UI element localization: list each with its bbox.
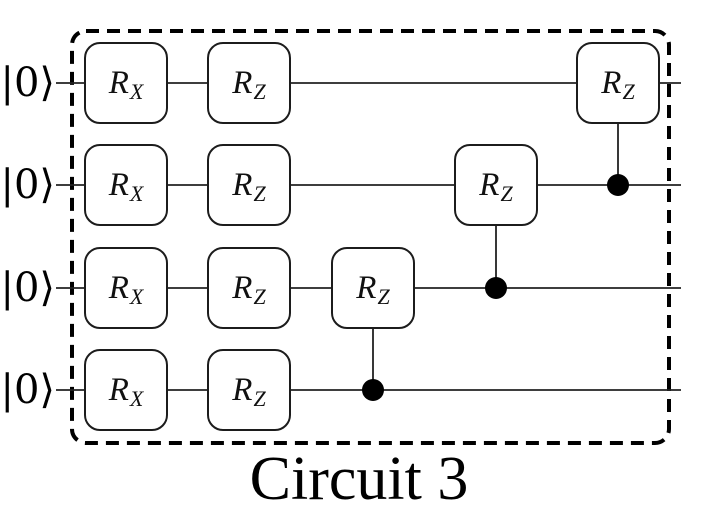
gate-label-sub: X [129, 181, 144, 206]
gate-label-base: R [356, 269, 377, 306]
gate-label-base: R [108, 166, 129, 203]
gate-label-sub: Z [500, 181, 513, 206]
figure-caption: Circuit 3 [249, 445, 469, 513]
gate-label-base: R [232, 371, 253, 408]
gate-label-sub: X [129, 79, 144, 104]
qubit-label-3: |0⟩ [0, 265, 55, 311]
gate-label-sub: X [129, 284, 144, 309]
qubit-label-1: |0⟩ [0, 60, 55, 106]
dashed-boundary-box [70, 29, 671, 445]
gate-label-sub: Z [622, 79, 635, 104]
gate-label-sub: Z [253, 386, 266, 411]
gate-label-base: R [108, 64, 129, 101]
gate-label-sub: Z [377, 284, 390, 309]
control-dot-wire4 [362, 379, 384, 401]
gate-label-base: R [479, 166, 500, 203]
qubit-label-2: |0⟩ [0, 162, 55, 208]
gate-label-sub: Z [253, 284, 266, 309]
gate-label-base: R [108, 371, 129, 408]
qubit-label-4: |0⟩ [0, 367, 55, 413]
gate-label-base: R [601, 64, 622, 101]
gate-label-base: R [232, 166, 253, 203]
control-dot-wire2 [607, 174, 629, 196]
gate-label-sub: X [129, 386, 144, 411]
gate-label-base: R [232, 269, 253, 306]
gate-label-base: R [232, 64, 253, 101]
gate-label-sub: Z [253, 181, 266, 206]
gate-label-sub: Z [253, 79, 266, 104]
control-dot-wire3 [485, 277, 507, 299]
gate-label-base: R [108, 269, 129, 306]
